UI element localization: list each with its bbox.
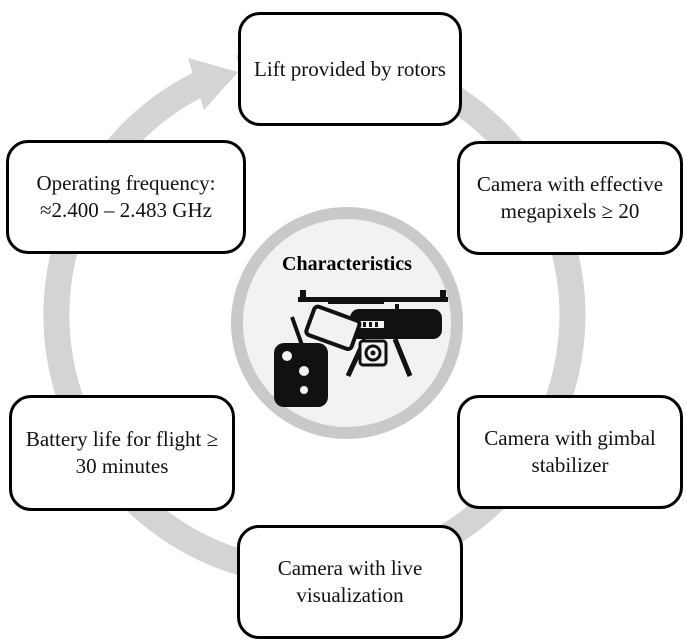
center-title: Characteristics bbox=[282, 253, 412, 275]
node-camera-gimbal-text: Camera with gimbal stabilizer bbox=[484, 426, 656, 477]
node-lift-rotors-text: Lift provided by rotors bbox=[254, 56, 446, 81]
node-operating-frequency: Operating frequency: ≈2.400 – 2.483 GHz bbox=[6, 140, 246, 254]
node-battery-life: Battery life for flight ≥ 30 minutes bbox=[9, 395, 235, 511]
node-camera-live-visualization: Camera with live visualization bbox=[237, 525, 463, 639]
node-camera-megapixels: Camera with effective megapixels ≥ 20 bbox=[457, 141, 683, 255]
smartphone-icon bbox=[304, 304, 362, 352]
cycle-arrowhead bbox=[188, 58, 238, 110]
node-battery-life-text: Battery life for flight ≥ 30 minutes bbox=[25, 427, 219, 478]
node-operating-frequency-text: Operating frequency: ≈2.400 – 2.483 GHz bbox=[36, 171, 216, 222]
node-lift-rotors: Lift provided by rotors bbox=[238, 12, 462, 126]
node-camera-live-visualization-text: Camera with live visualization bbox=[277, 556, 423, 607]
node-camera-megapixels-text: Camera with effective megapixels ≥ 20 bbox=[476, 172, 664, 223]
remote-controller-icon bbox=[274, 316, 328, 407]
node-camera-gimbal: Camera with gimbal stabilizer bbox=[457, 395, 683, 509]
camera-icon bbox=[358, 339, 388, 367]
